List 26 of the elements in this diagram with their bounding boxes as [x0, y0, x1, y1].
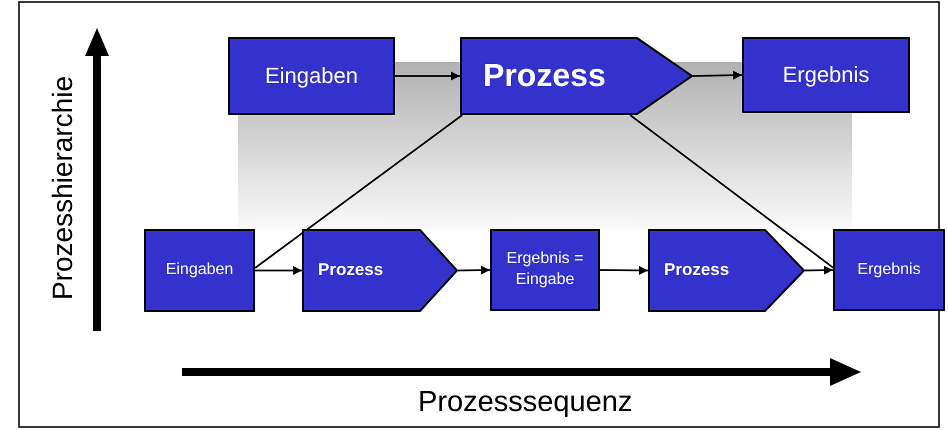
arrow — [458, 266, 490, 275]
arrow — [804, 266, 834, 275]
process-box — [742, 37, 910, 113]
connector-line — [630, 114, 834, 268]
process-chevron — [648, 229, 805, 312]
arrow — [692, 70, 742, 80]
process-box — [490, 229, 600, 311]
process-box — [228, 37, 395, 115]
axis-label: Prozesssequenz — [418, 386, 632, 418]
arrow — [395, 72, 460, 80]
connector-line — [254, 114, 463, 269]
process-box — [144, 229, 255, 312]
node-label: Eingaben — [264, 62, 359, 90]
node-label: Ergebnis — [856, 260, 922, 280]
arrow — [600, 266, 648, 275]
node-label: Prozess — [483, 56, 607, 96]
process-chevron — [460, 37, 693, 115]
process-chevron — [302, 229, 458, 312]
axis-label: Prozesshierarchie — [47, 76, 80, 300]
node-label: Prozess — [664, 259, 730, 282]
node-label: Eingaben — [164, 260, 234, 280]
process-box — [833, 229, 945, 311]
node-label: Ergebnis — [782, 60, 870, 89]
node-label: Prozess — [318, 259, 384, 282]
arrow — [255, 266, 302, 275]
node-label: Ergebnis = Eingabe — [506, 249, 584, 290]
